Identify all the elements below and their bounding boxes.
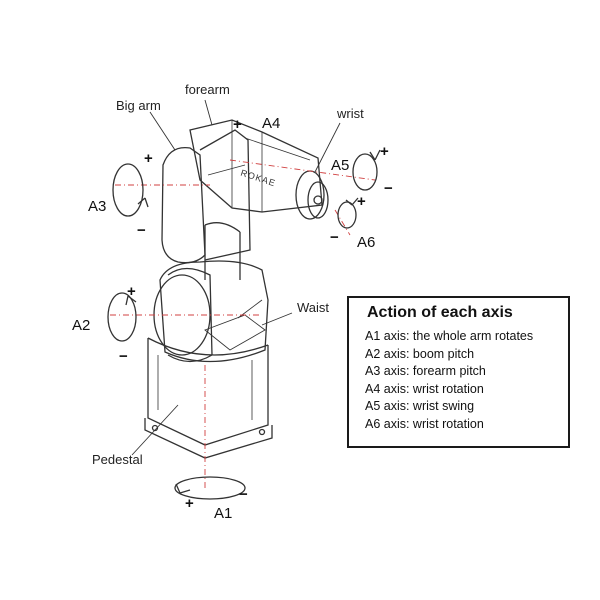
label-pedestal: Pedestal <box>92 452 143 467</box>
sign-plus-a3: + <box>144 150 153 167</box>
axis-label-a3: A3 <box>88 198 107 215</box>
axis-label-a5: A5 <box>331 157 350 174</box>
legend-list: A1 axis: the whole arm rotates A2 axis: … <box>365 328 533 434</box>
sign-plus-a5: + <box>380 143 389 160</box>
sign-plus-a4: + <box>233 116 242 133</box>
legend-item-a3: A3 axis: forearm pitch <box>365 364 486 379</box>
sign-minus-a1: − <box>239 486 248 503</box>
legend-item-a2: A2 axis: boom pitch <box>365 346 475 361</box>
axis-label-a1: A1 <box>214 505 233 522</box>
axis-legend-box: Action of each axis A1 axis: the whole a… <box>347 296 570 448</box>
label-waist: Waist <box>297 300 330 315</box>
axis-label-a6: A6 <box>357 234 376 251</box>
label-wrist: wrist <box>337 106 364 121</box>
legend-item-a5: A5 axis: wrist swing <box>365 399 475 414</box>
rotation-arrows <box>107 149 381 500</box>
legend-title: Action of each axis <box>367 304 513 321</box>
upper-arm-drawing <box>161 129 251 264</box>
sign-minus-a6: − <box>330 229 339 246</box>
leader-lines <box>131 99 341 456</box>
wrist-drawing <box>295 170 329 220</box>
label-big-arm: Big arm <box>116 98 161 113</box>
sign-plus-a6: + <box>357 193 366 210</box>
sign-plus-a1: + <box>185 495 194 512</box>
sign-plus-a2: + <box>127 283 136 300</box>
sign-minus-a3: − <box>137 222 146 239</box>
big-arm-drawing <box>153 222 241 363</box>
pedestal-drawing <box>144 337 273 459</box>
sign-minus-a5: − <box>384 180 393 197</box>
forearm-drawing <box>189 119 323 213</box>
sign-minus-a2: − <box>119 348 128 365</box>
axis-label-a2: A2 <box>72 317 91 334</box>
legend-item-a6: A6 axis: wrist rotation <box>365 416 484 431</box>
axis-label-a4: A4 <box>262 115 281 132</box>
label-forearm: forearm <box>185 82 230 97</box>
legend-item-a1: A1 axis: the whole arm rotates <box>365 329 534 343</box>
legend-item-a4: A4 axis: wrist rotation <box>365 381 484 396</box>
